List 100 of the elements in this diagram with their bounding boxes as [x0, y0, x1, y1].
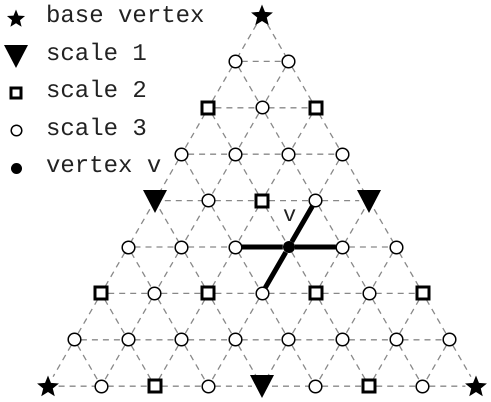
grid-line	[158, 345, 179, 380]
grid-line	[322, 200, 360, 202]
circle-marker	[66, 332, 82, 348]
circle-marker	[334, 240, 350, 254]
circle-marker	[281, 332, 296, 348]
triangle-marker	[249, 373, 275, 400]
grid-line	[291, 345, 313, 381]
grid-line	[80, 339, 122, 340]
legend-label: base vertex	[46, 3, 204, 31]
thick-edge	[242, 244, 283, 250]
grid-line	[266, 345, 286, 378]
legend-label: scale 1	[46, 40, 147, 68]
grid-line	[238, 252, 260, 288]
circle-marker	[334, 332, 350, 348]
grid-line	[376, 386, 416, 387]
grid-line	[242, 60, 282, 62]
star-marker	[464, 374, 488, 398]
grid-line	[211, 206, 233, 242]
grid-line	[104, 252, 126, 288]
grid-line	[372, 298, 394, 334]
grid-line	[184, 160, 206, 196]
grid-line	[291, 160, 313, 196]
grid-line	[130, 252, 152, 288]
grid-line	[242, 339, 282, 340]
grid-line	[184, 206, 206, 242]
legend-label: scale 2	[46, 78, 147, 106]
grid-line	[238, 345, 258, 378]
square-marker	[308, 100, 324, 116]
grid-line	[238, 160, 260, 195]
grid-line	[318, 160, 340, 196]
grid-line	[184, 252, 206, 288]
circle-marker	[334, 146, 350, 162]
grid-line	[268, 292, 309, 294]
square-marker	[254, 192, 270, 209]
star-marker	[36, 374, 60, 398]
circle-marker	[120, 332, 136, 348]
grid-line	[238, 24, 258, 56]
thick-edge	[294, 244, 336, 250]
grid-line	[242, 154, 282, 155]
circle-marker	[228, 240, 243, 254]
square-marker	[200, 100, 216, 116]
circle-marker	[174, 240, 190, 254]
grid-line	[374, 208, 394, 242]
circle-marker	[228, 146, 243, 162]
grid-line	[291, 114, 313, 149]
circle-marker	[147, 286, 162, 301]
grid-line	[130, 298, 152, 334]
grid-line	[52, 345, 72, 377]
triangle-marker	[142, 188, 168, 214]
grid-line	[269, 200, 310, 202]
grid-line	[291, 66, 313, 102]
circle-marker	[388, 332, 404, 348]
grid-line	[104, 345, 126, 381]
grid-line	[345, 298, 367, 334]
grid-line	[238, 66, 260, 102]
grid-line	[157, 298, 179, 334]
grid-line	[345, 208, 365, 242]
grid-line	[345, 252, 367, 288]
grid-line	[238, 113, 260, 149]
grid-line	[264, 66, 286, 102]
circle-marker	[308, 378, 324, 394]
grid-line	[318, 206, 340, 242]
grid-line	[372, 345, 394, 380]
grid-line	[348, 246, 390, 248]
grid-line	[264, 113, 286, 149]
grid-line	[77, 299, 98, 334]
grid-line	[108, 292, 148, 294]
grid-line	[184, 345, 206, 381]
circle-marker	[174, 146, 190, 162]
grid-line	[264, 298, 286, 334]
square-marker	[308, 285, 324, 302]
circle-marker	[254, 286, 270, 301]
grid-line	[134, 246, 176, 248]
grid-line	[214, 386, 252, 387]
thick-edge	[263, 250, 288, 290]
grid-line	[345, 160, 365, 192]
grid-line	[77, 345, 99, 381]
grid-line	[184, 114, 206, 149]
grid-line	[161, 292, 202, 294]
circle-marker	[228, 332, 243, 348]
grid-line	[159, 208, 179, 242]
grid-line	[211, 252, 233, 288]
circle-marker	[94, 378, 109, 394]
star-marker	[250, 3, 274, 27]
square-marker	[200, 285, 216, 302]
grid-line	[184, 299, 206, 334]
grid-line	[322, 292, 363, 294]
grid-line	[318, 114, 340, 149]
grid-line	[376, 292, 416, 294]
grid-line	[238, 298, 260, 334]
vertex-label: v	[283, 202, 296, 230]
grid-line	[318, 299, 340, 334]
circle-marker	[254, 100, 270, 116]
grid-line	[159, 160, 179, 192]
grid-line	[130, 345, 152, 380]
grid-line	[157, 252, 179, 288]
triangle-marker	[356, 188, 382, 214]
grid-line	[348, 339, 390, 340]
circle-marker	[200, 378, 216, 394]
grid-line	[268, 107, 309, 108]
